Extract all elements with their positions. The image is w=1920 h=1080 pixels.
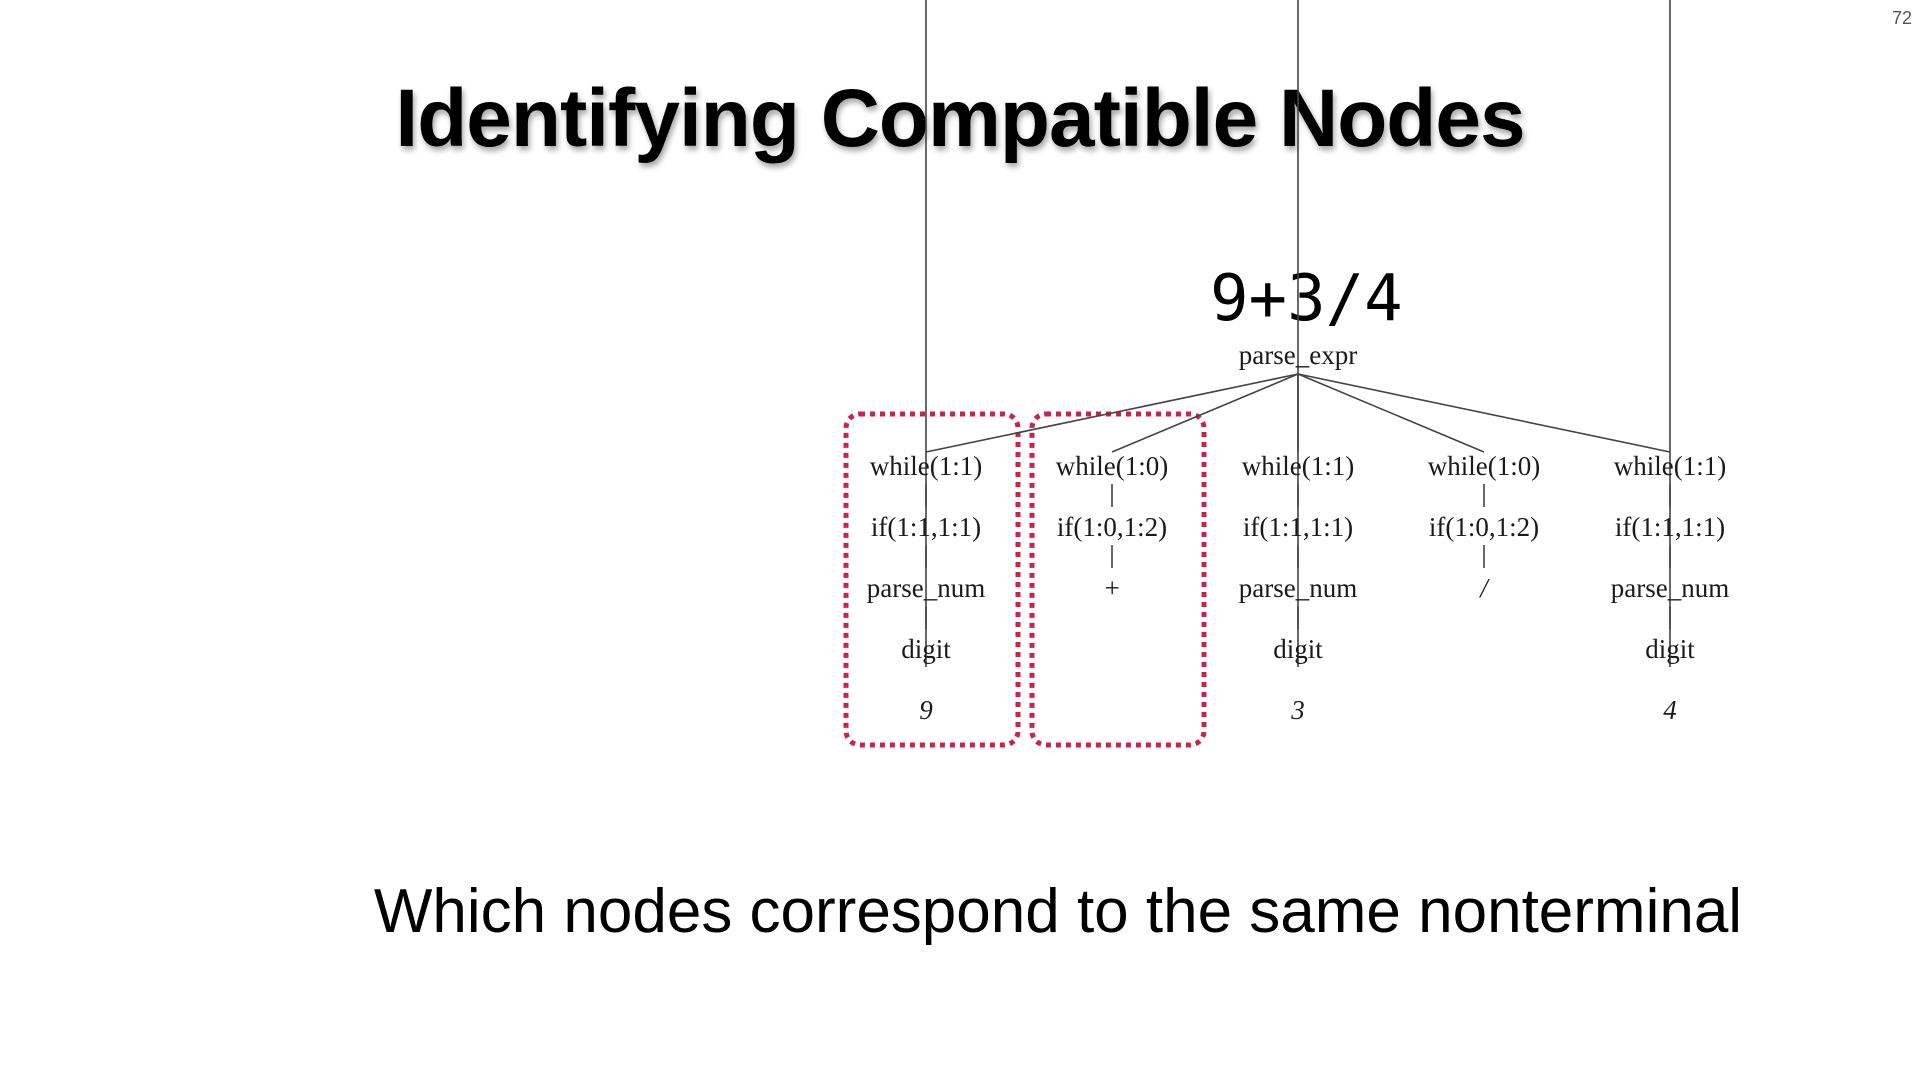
compatible-node-highlight-box bbox=[843, 411, 1021, 748]
tree-leaf-token: 4 bbox=[1663, 695, 1677, 725]
tree-edge-root-to-col-5 bbox=[1297, 373, 1671, 453]
tree-node: parse_num bbox=[1239, 573, 1357, 603]
slide-number: 72 bbox=[1891, 8, 1912, 28]
highlight-layer bbox=[843, 411, 1207, 748]
compatible-node-highlight-box bbox=[1029, 411, 1207, 748]
tree-node: while(1:1) bbox=[870, 451, 982, 481]
tree-node: if(1:0,1:2) bbox=[1429, 512, 1539, 542]
input-string: 9+3/4 bbox=[1210, 262, 1403, 336]
tree-node: digit bbox=[1273, 634, 1323, 664]
slide-title: Identifying Compatible Nodes bbox=[395, 73, 1525, 164]
tree-leaf-token: / bbox=[1478, 573, 1490, 603]
question-text: Which nodes correspond to the same nonte… bbox=[373, 877, 1743, 946]
tree-node: while(1:0) bbox=[1056, 451, 1168, 481]
tree-node: while(1:1) bbox=[1242, 451, 1354, 481]
tree-node: while(1:0) bbox=[1428, 451, 1540, 481]
tree-node: parse_num bbox=[867, 573, 985, 603]
edge-layer bbox=[925, 0, 1671, 667]
tree-edge-root-to-col-4 bbox=[1297, 373, 1485, 453]
tree-node: if(1:1,1:1) bbox=[1615, 512, 1725, 542]
tree-node: while(1:1) bbox=[1614, 451, 1726, 481]
tree-leaf-token: 3 bbox=[1290, 695, 1305, 725]
tree-node: if(1:1,1:1) bbox=[871, 512, 981, 542]
tree-edge-root-to-col-1 bbox=[925, 373, 1299, 453]
tree-leaf-token: 9 bbox=[919, 695, 933, 725]
tree-node: parse_num bbox=[1611, 573, 1729, 603]
tree-root-node: parse_expr bbox=[1239, 340, 1357, 370]
tree-node: digit bbox=[901, 634, 951, 664]
label-layer: parse_expr while(1:1) if(1:1,1:1) parse_nu… bbox=[867, 340, 1729, 725]
tree-node: digit bbox=[1645, 634, 1695, 664]
tree-node: if(1:0,1:2) bbox=[1057, 512, 1167, 542]
tree-edge-root-to-col-2 bbox=[1111, 373, 1299, 453]
tree-node: if(1:1,1:1) bbox=[1243, 512, 1353, 542]
tree-leaf-token: + bbox=[1103, 573, 1121, 603]
